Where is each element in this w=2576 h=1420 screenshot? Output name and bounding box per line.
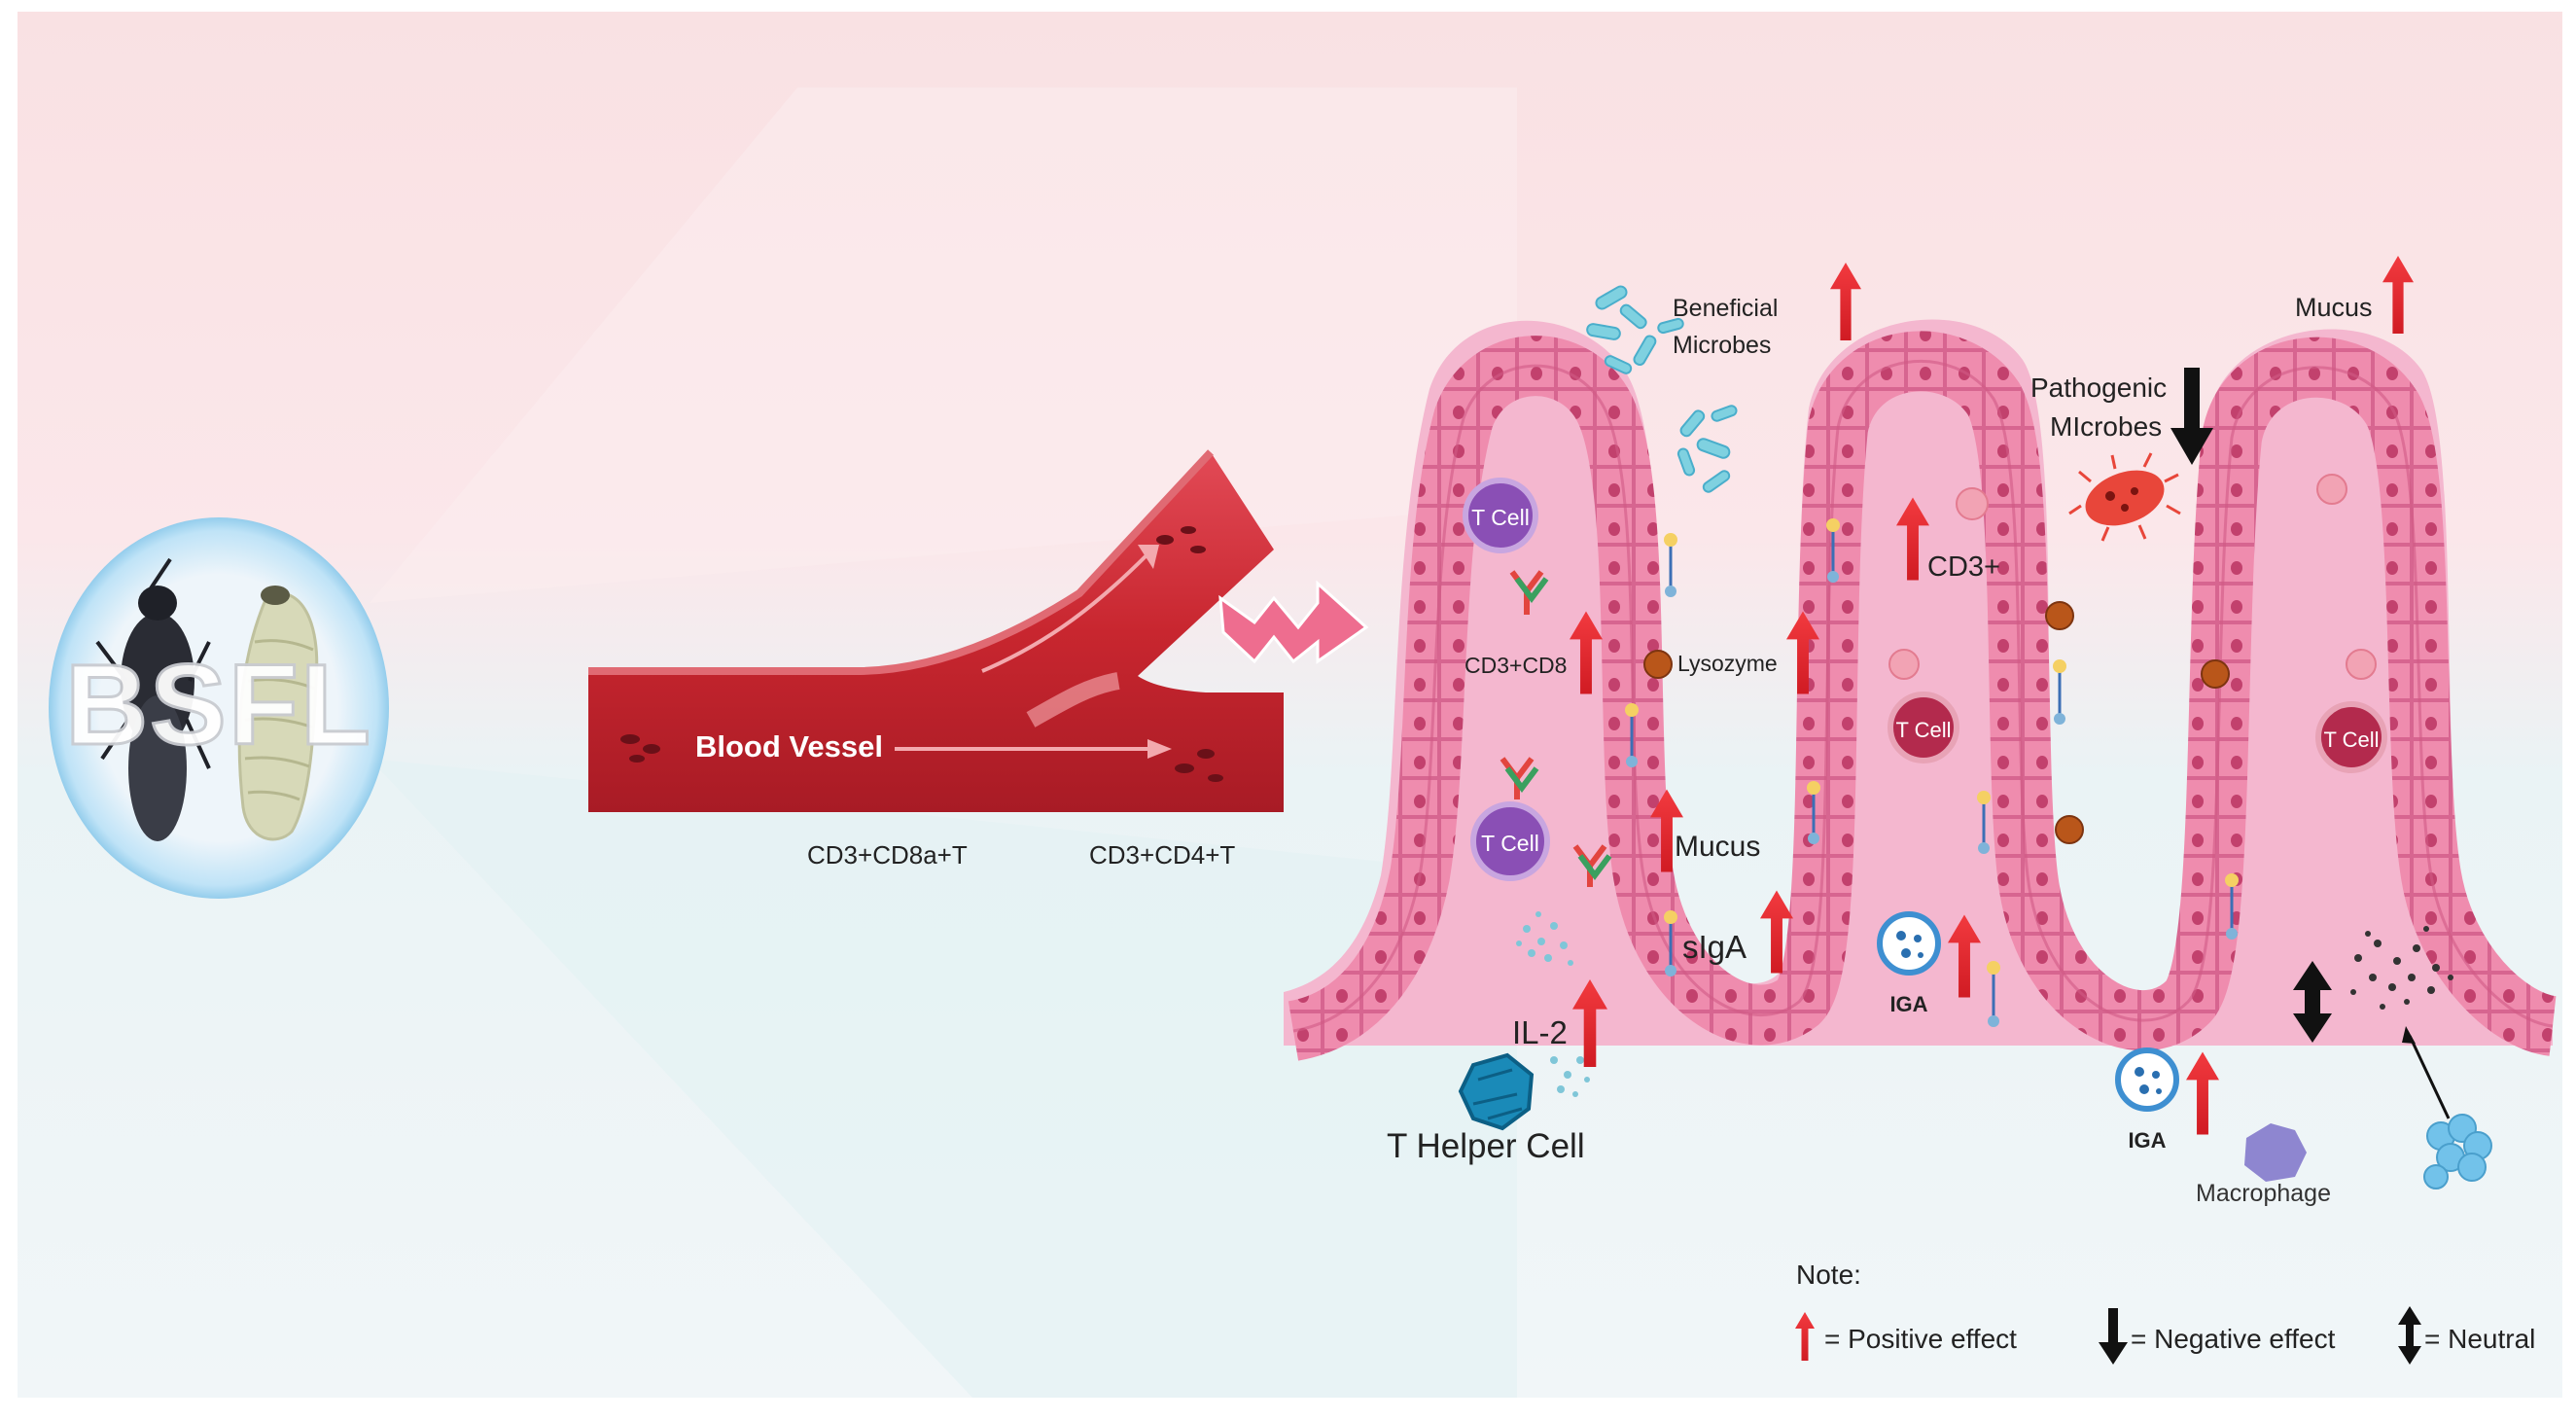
pink-sphere-icons [1888,474,2377,680]
t-cell-label-4: T Cell [2323,728,2379,752]
negative-arrow-pathogenic [2170,368,2213,465]
lysozyme-label: Lysozyme [1677,651,1778,676]
cd3-label: CD3+ [1927,551,2000,583]
cd3-cd8a-t-label: CD3+CD8a+T [807,840,968,870]
receptor-icons [1625,518,2239,1027]
cd3-cd8-label: CD3+CD8 [1464,653,1567,678]
pathogen-icon [2068,452,2181,542]
t-cell-label-3: T Cell [1895,718,1951,742]
larva-icon [237,586,319,841]
blood-vessel-label: Blood Vessel [695,729,883,763]
bsfl-circle: BSFL [49,517,389,899]
neutral-arrow-particles [2293,961,2332,1043]
legend-negative-label: = Negative effect [2131,1324,2336,1354]
il2-particles-icon [1516,911,1590,1097]
pointer-line [2408,1035,2451,1119]
t-cell-purple-1: T Cell [1463,478,1538,553]
t-cell-label-2: T Cell [1481,831,1539,856]
t-cell-label-1: T Cell [1471,505,1530,530]
t-cell-red-2: T Cell [2315,701,2387,773]
macrophage-label: Macrophage [2196,1180,2331,1207]
blue-cluster-icon [2423,1114,2492,1189]
t-cell-red-1: T Cell [1888,692,1959,763]
fly-icon [95,557,211,841]
iga-icon-2 [2115,1047,2179,1112]
t-helper-cell-label: T Helper Cell [1387,1127,1585,1165]
legend-note: Note: [1796,1260,1861,1290]
particle-cloud-icon [2350,926,2453,1010]
beneficial-microbes-label-2: Microbes [1673,332,1771,359]
legend-negative-arrow-icon [2099,1308,2128,1365]
mucus-top-label: Mucus [2295,293,2373,322]
pathogenic-microbes-label-1: Pathogenic [2030,373,2167,403]
iga-icon-1 [1877,911,1941,976]
t-cell-purple-2: T Cell [1470,801,1550,881]
legend-positive-label: = Positive effect [1824,1324,2017,1354]
pathogenic-microbes-label-2: MIcrobes [2050,411,2162,442]
light-ray-upper [370,88,1517,603]
antibody-icons [1500,570,1612,887]
mucus-mid-label: Mucus [1675,831,1760,863]
legend-neutral-label: = Neutral [2424,1324,2535,1354]
iga-label-2: IGA [2128,1128,2166,1153]
beneficial-microbes-icon [1586,285,1738,493]
blood-vessel: Blood Vessel [588,449,1284,812]
beneficial-microbes-label-1: Beneficial [1673,295,1778,322]
macrophage-icon [2244,1123,2307,1182]
legend-neutral-arrow-icon [2398,1306,2421,1365]
bsfl-title: BSFL [65,641,372,769]
il2-label: IL-2 [1512,1014,1568,1050]
iga-label-1: IGA [1889,992,1927,1016]
lysozyme-icons [1643,601,2230,844]
t-helper-cell-icon [1458,1052,1535,1131]
light-ray-lower [370,759,1517,1398]
siga-label: sIgA [1682,929,1747,965]
cd3-cd4-t-label: CD3+CD4+T [1089,840,1235,870]
signal-arrow-icon [1218,580,1369,664]
legend: Note: = Positive effect = Negative effec… [1795,1260,2535,1365]
